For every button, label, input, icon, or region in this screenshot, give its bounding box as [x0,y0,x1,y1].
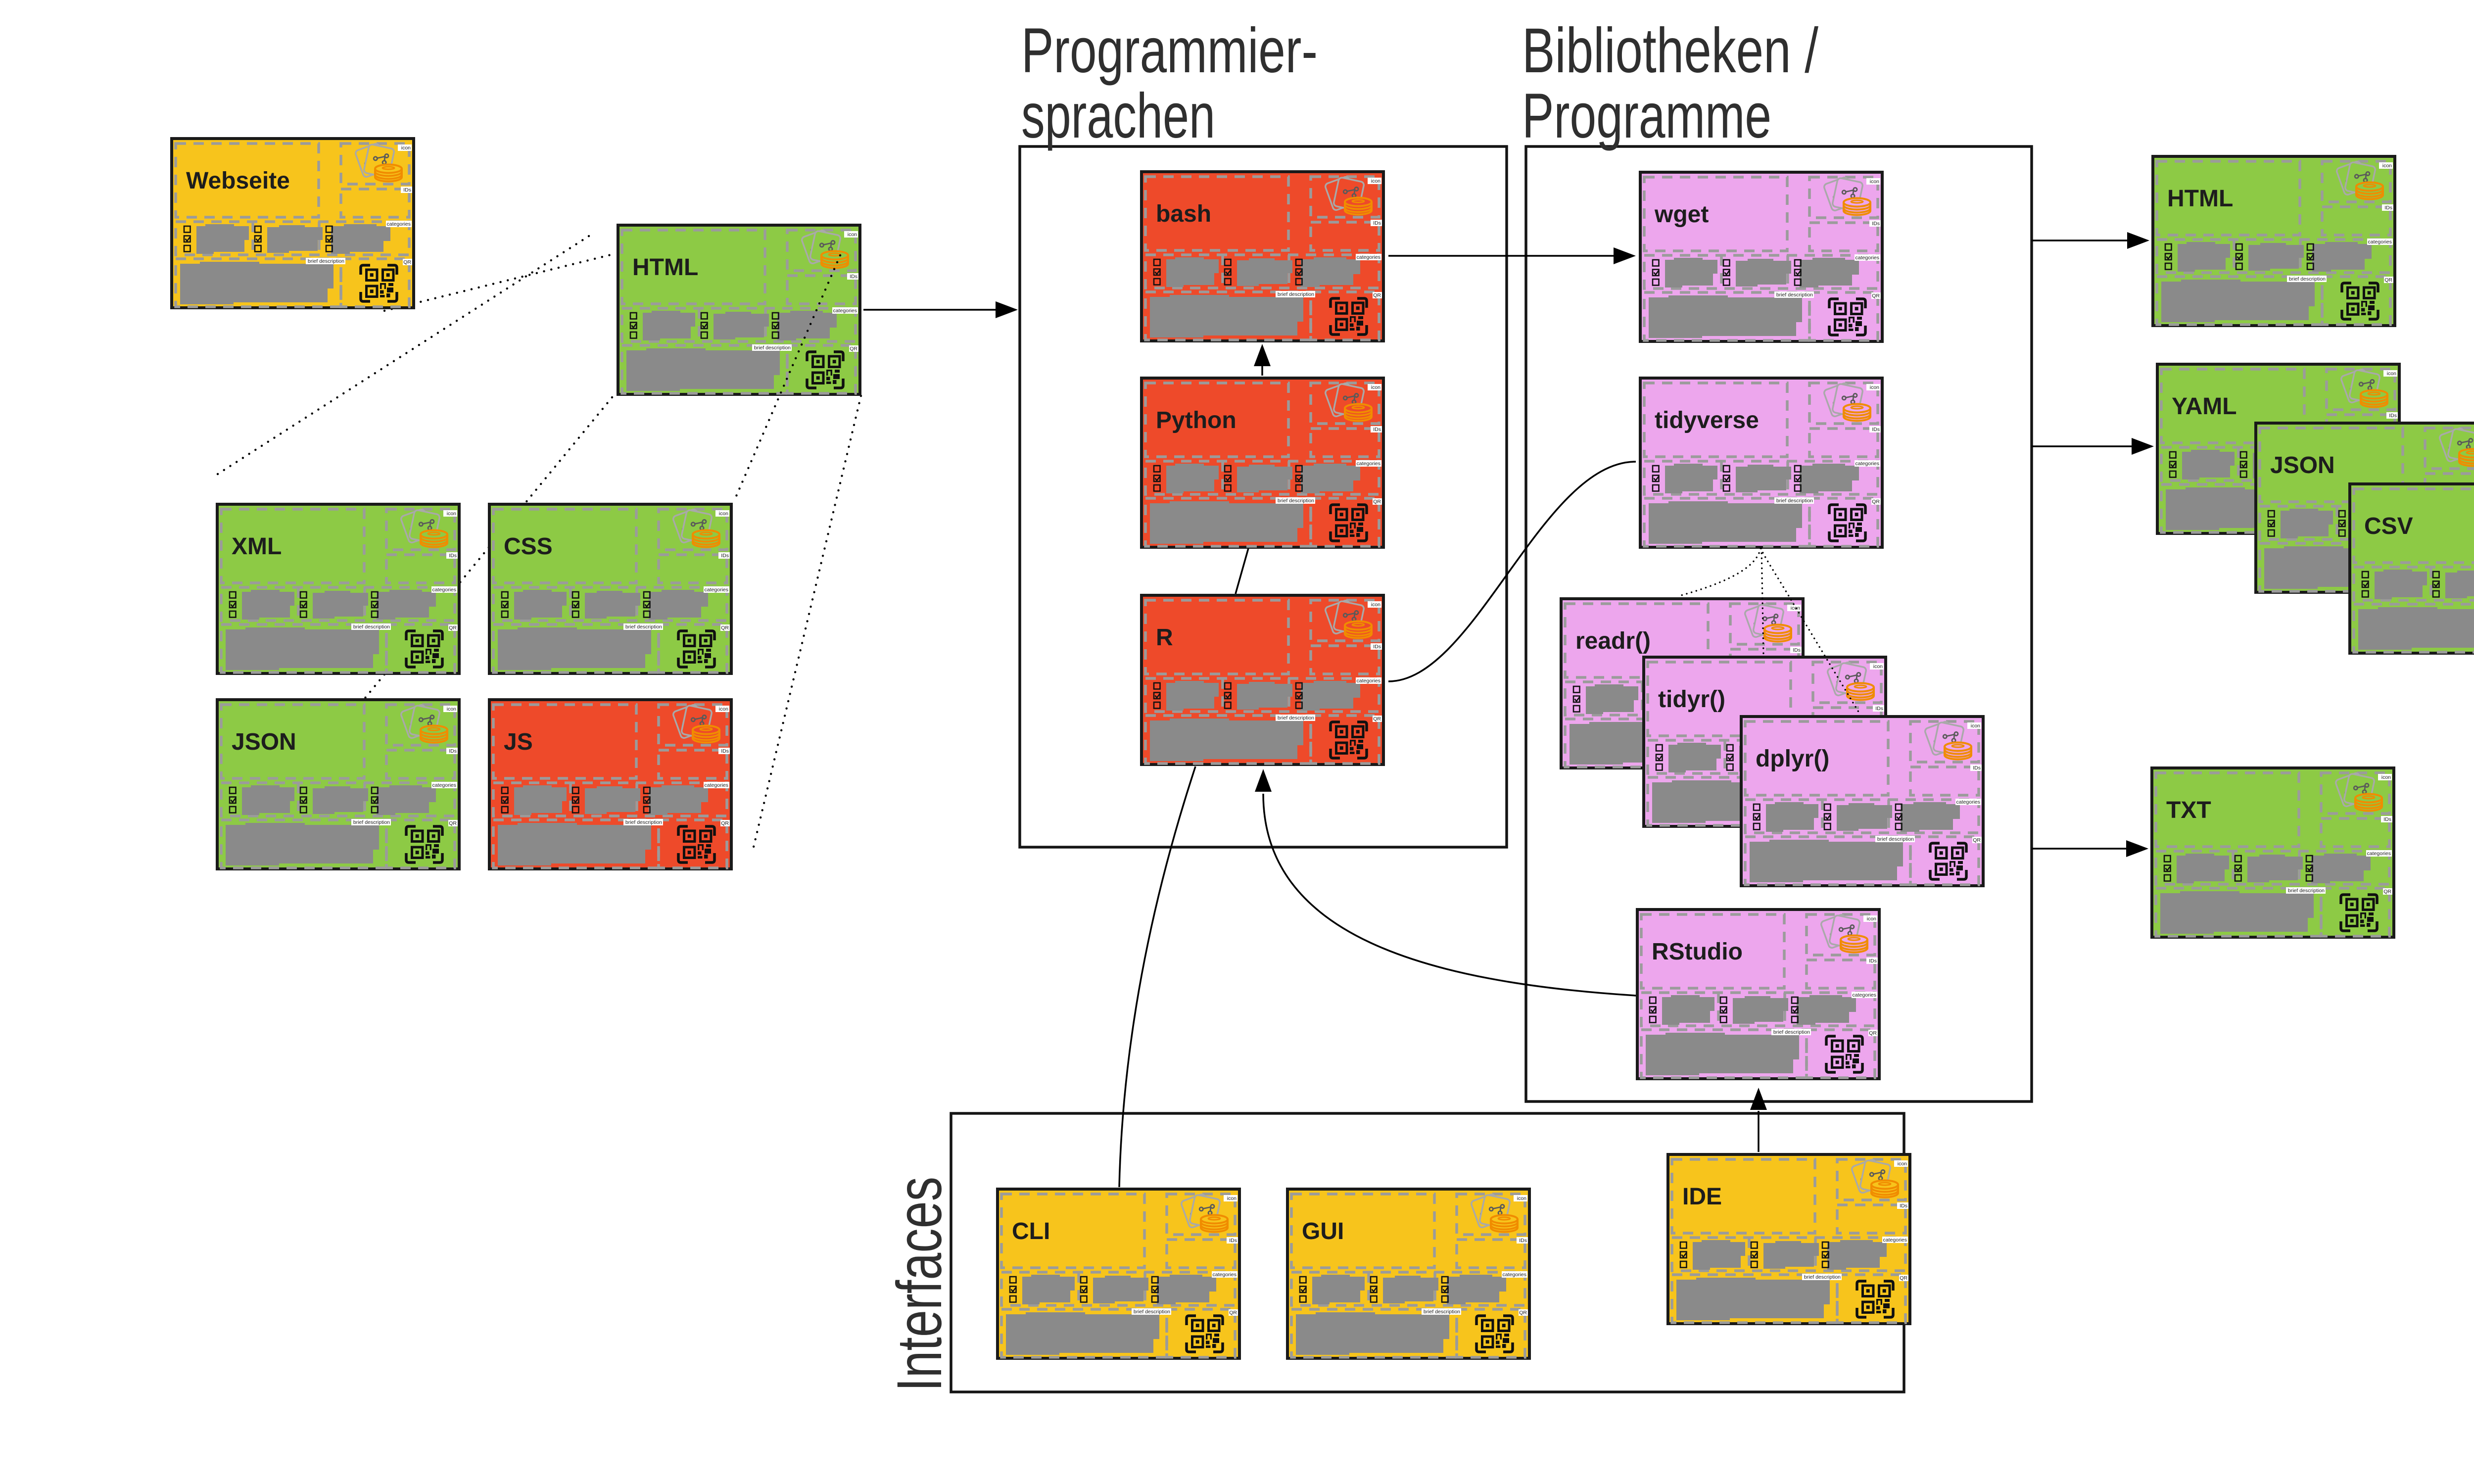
svg-text:R: R [1156,624,1173,651]
svg-text:XML: XML [232,533,282,560]
svg-text:dplyr(): dplyr() [1756,746,1829,772]
svg-text:tidyr(): tidyr() [1658,686,1725,713]
svg-text:HTML: HTML [632,254,698,281]
svg-text:readr(): readr() [1575,628,1651,654]
svg-text:JSON: JSON [232,729,296,755]
svg-text:YAML: YAML [2172,393,2237,420]
svg-text:RStudio: RStudio [1652,939,1743,965]
svg-text:Interfaces: Interfaces [884,1177,955,1391]
svg-text:Programme: Programme [1522,81,1771,151]
svg-text:Python: Python [1156,407,1237,433]
svg-text:Webseite: Webseite [186,168,290,194]
svg-text:sprachen: sprachen [1021,81,1215,151]
svg-text:bash: bash [1156,201,1211,227]
svg-text:GUI: GUI [1302,1218,1344,1245]
svg-text:tidyverse: tidyverse [1655,407,1759,433]
svg-text:Programmier-: Programmier- [1021,15,1318,86]
svg-text:CSV: CSV [2364,513,2413,539]
svg-text:IDE: IDE [1682,1184,1722,1210]
svg-text:JS: JS [504,729,533,755]
svg-text:CLI: CLI [1012,1218,1050,1245]
svg-text:JSON: JSON [2270,452,2335,479]
svg-text:wget: wget [1654,201,1709,228]
svg-text:Bibliotheken /: Bibliotheken / [1522,15,1818,86]
svg-text:HTML: HTML [2167,186,2233,212]
svg-text:TXT: TXT [2166,797,2211,823]
svg-text:CSS: CSS [504,533,553,560]
